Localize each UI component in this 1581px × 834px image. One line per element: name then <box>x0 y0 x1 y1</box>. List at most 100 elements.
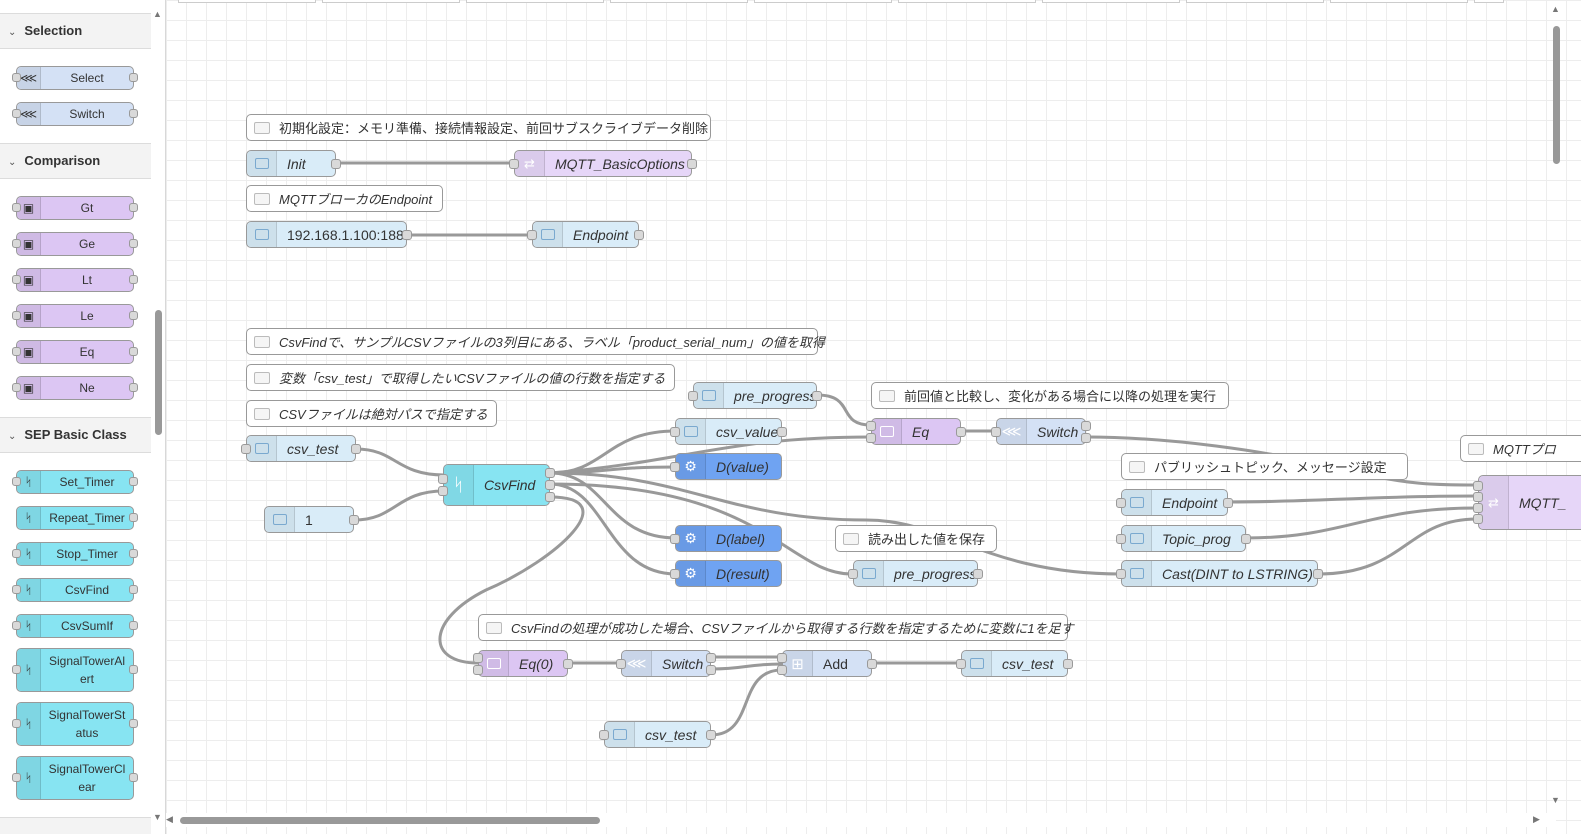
input-port[interactable] <box>1473 481 1483 491</box>
input-port[interactable] <box>848 569 858 579</box>
wire[interactable] <box>815 393 873 427</box>
wire[interactable] <box>548 471 1123 576</box>
node-pre-progress-bottom[interactable]: pre_progress <box>848 560 983 587</box>
scroll-down-icon[interactable]: ▼ <box>1551 795 1560 805</box>
node-topic-prog[interactable]: Topic_prog <box>1116 525 1251 552</box>
output-port[interactable] <box>1081 421 1091 431</box>
input-port[interactable] <box>956 659 966 669</box>
input-port[interactable] <box>241 444 251 454</box>
wire[interactable] <box>548 435 873 475</box>
node-switch-1[interactable]: ⋘Switch <box>991 418 1091 445</box>
node-pre-progress-top[interactable]: pre_progress <box>688 382 822 409</box>
node-switch-2[interactable]: ⋘Switch <box>616 650 716 677</box>
output-port[interactable] <box>349 515 359 525</box>
comment-publish[interactable]: パブリッシュトピック、メッセージ設定 <box>1121 453 1408 480</box>
node-csv-test-add[interactable]: csv_test <box>599 721 716 748</box>
wire[interactable] <box>709 662 784 671</box>
output-port[interactable] <box>1063 659 1073 669</box>
output-port[interactable] <box>1313 569 1323 579</box>
input-port[interactable] <box>866 421 876 431</box>
output-port[interactable] <box>634 230 644 240</box>
node-init[interactable]: Init <box>246 150 341 177</box>
input-port[interactable] <box>527 230 537 240</box>
wire[interactable] <box>548 471 678 540</box>
input-port[interactable] <box>438 474 448 484</box>
node-cast[interactable]: Cast(DINT to LSTRING) <box>1116 560 1323 587</box>
wire[interactable] <box>548 482 678 576</box>
palette-node-switch[interactable]: ⋘Switch <box>12 102 138 126</box>
output-port[interactable] <box>687 159 697 169</box>
palette-node-ge[interactable]: ▣Ge <box>12 232 138 256</box>
node-eq[interactable]: Eq <box>866 418 966 445</box>
input-port[interactable] <box>777 653 787 663</box>
output-port[interactable] <box>777 427 787 437</box>
palette-node-le[interactable]: ▣Le <box>12 304 138 328</box>
output-port[interactable] <box>706 730 716 740</box>
output-port[interactable] <box>331 159 341 169</box>
comment-save[interactable]: 読み出した値を保存 <box>835 525 997 552</box>
scroll-right-icon[interactable]: ▶ <box>1533 814 1540 824</box>
scroll-up-icon[interactable]: ▲ <box>153 9 162 19</box>
output-port[interactable] <box>706 665 716 675</box>
node-endpoint-1[interactable]: Endpoint <box>527 221 644 248</box>
input-port[interactable] <box>1473 492 1483 502</box>
output-port[interactable] <box>563 659 573 669</box>
output-port[interactable] <box>867 659 877 669</box>
flow-workspace[interactable]: 初期化設定：メモリ準備、接続情報設定、前回サブスクライブデータ削除 MQTTブロ… <box>166 0 1581 834</box>
node-mqtt-publish[interactable]: ⇄MQTT_ <box>1473 475 1581 530</box>
input-port[interactable] <box>670 462 680 472</box>
comment-increment[interactable]: CsvFindの処理が成功した場合、CSVファイルから取得する行数を指定するため… <box>478 614 1074 641</box>
node-csv-test-out[interactable]: csv_test <box>956 650 1073 677</box>
input-port[interactable] <box>616 659 626 669</box>
comment-endpoint[interactable]: MQTTブローカのEndpoint <box>246 185 443 212</box>
vertical-scrollbar-thumb[interactable] <box>1553 26 1560 164</box>
output-port[interactable] <box>351 444 361 454</box>
node-debug-value[interactable]: ⚙D(value) <box>670 453 782 480</box>
palette-node-eq[interactable]: ▣Eq <box>12 340 138 364</box>
wire[interactable] <box>352 489 446 522</box>
output-port[interactable] <box>545 468 555 478</box>
output-port[interactable] <box>1241 534 1251 544</box>
palette-scrollbar-thumb[interactable] <box>155 310 162 435</box>
comment-csvfind[interactable]: CsvFindで、サンプルCSVファイルの3列目にある、ラベル「product_… <box>246 328 825 355</box>
horizontal-scrollbar-thumb[interactable] <box>180 817 600 824</box>
node-mqtt-basicoptions[interactable]: ⇄MQTT_BasicOptions <box>509 150 697 177</box>
category-selection[interactable]: ⌄Selection <box>0 13 151 49</box>
palette-node-select[interactable]: ⋘Select <box>12 66 138 90</box>
input-port[interactable] <box>1116 569 1126 579</box>
output-port[interactable] <box>1081 433 1091 443</box>
node-debug-label[interactable]: ⚙D(label) <box>670 525 782 552</box>
category-sep-basic-class[interactable]: ⌄SEP Basic Class <box>0 417 151 453</box>
scroll-down-icon[interactable]: ▼ <box>153 812 162 822</box>
wire[interactable] <box>1244 506 1479 540</box>
scroll-up-icon[interactable]: ▲ <box>1551 4 1560 14</box>
input-port[interactable] <box>688 391 698 401</box>
palette-node-ne[interactable]: ▣Ne <box>12 376 138 400</box>
output-port[interactable] <box>545 492 555 502</box>
input-port[interactable] <box>1116 498 1126 508</box>
input-port[interactable] <box>991 427 1001 437</box>
palette-node-lt[interactable]: ▣Lt <box>12 268 138 292</box>
node-endpoint-2[interactable]: Endpoint <box>1116 489 1233 516</box>
input-port[interactable] <box>509 159 519 169</box>
output-port[interactable] <box>545 480 555 490</box>
scroll-left-icon[interactable]: ◀ <box>166 814 173 824</box>
output-port[interactable] <box>402 230 412 240</box>
wire[interactable] <box>354 447 446 477</box>
input-port[interactable] <box>670 427 680 437</box>
wire[interactable] <box>1226 494 1479 504</box>
node-add[interactable]: ⊞Add <box>777 650 877 677</box>
wire[interactable] <box>1316 517 1479 576</box>
node-one[interactable]: 1 <box>264 506 359 533</box>
node-endpoint-value[interactable]: 192.168.1.100:1883 <box>246 221 412 248</box>
input-port[interactable] <box>438 486 448 496</box>
input-port[interactable] <box>866 433 876 443</box>
